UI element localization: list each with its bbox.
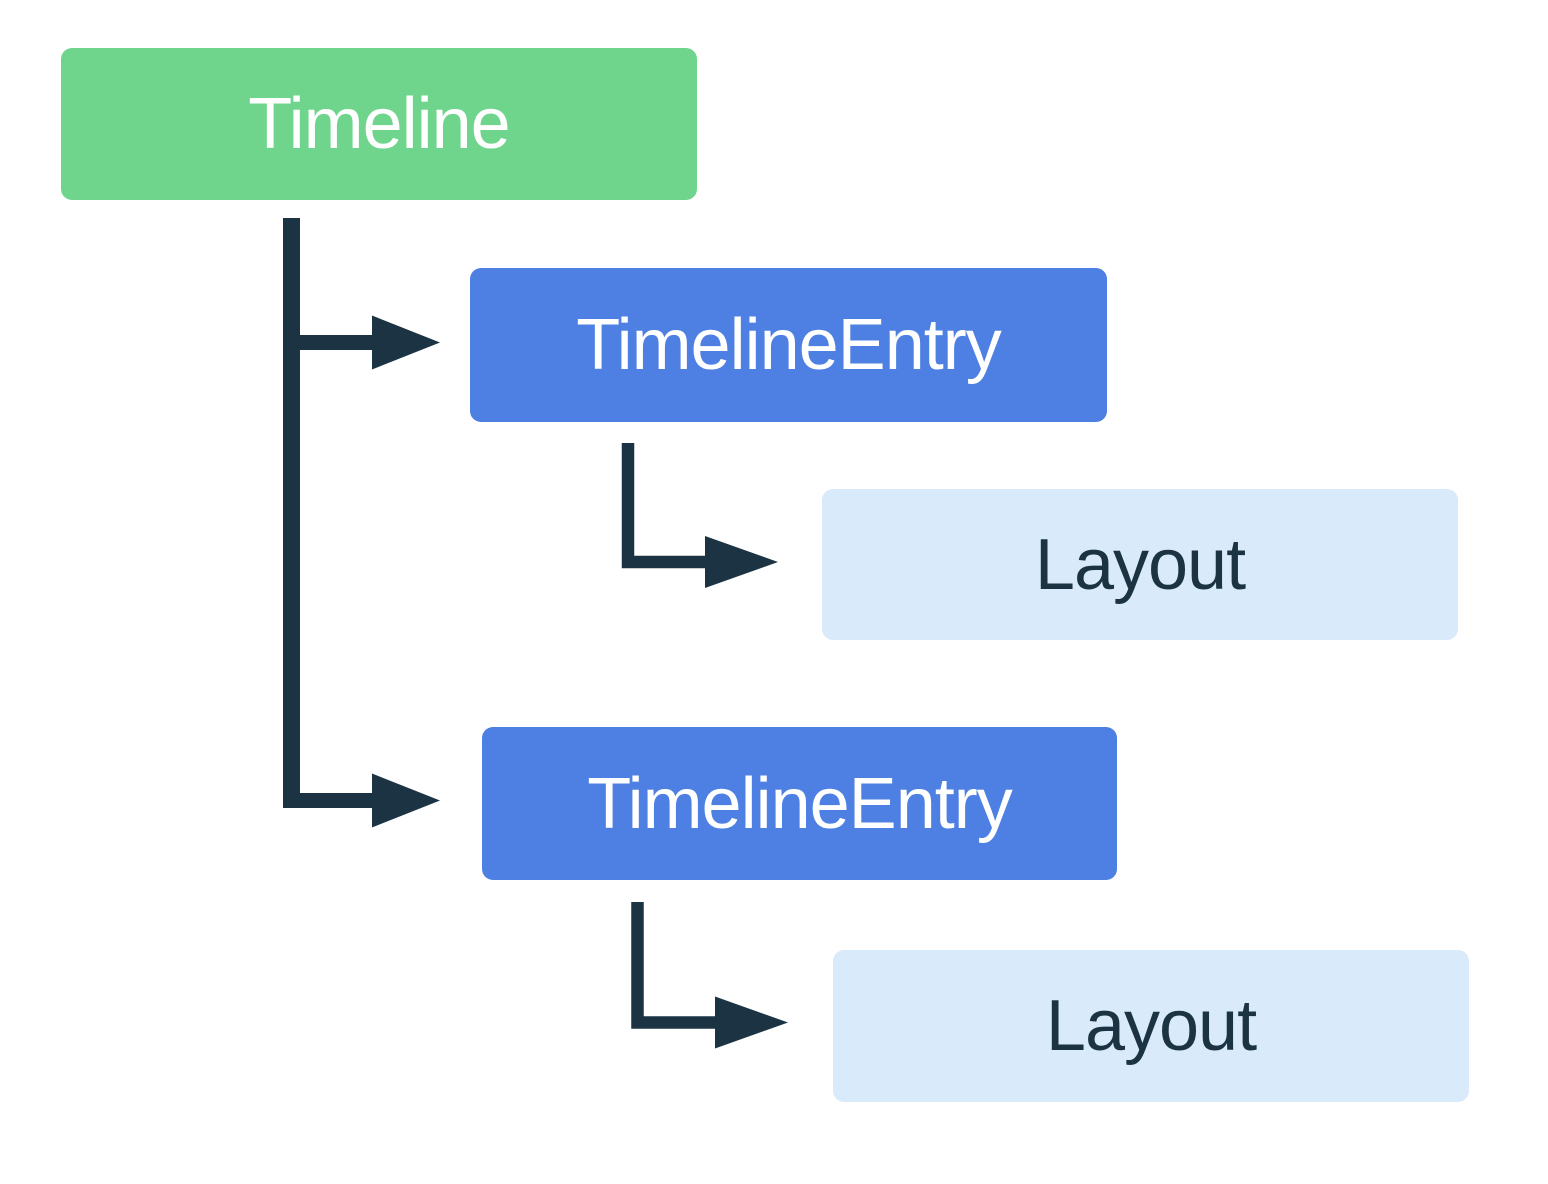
- node-timeline-label: Timeline: [248, 84, 510, 164]
- arrowhead-layout-1: [705, 536, 778, 588]
- arrowhead-entry-1: [372, 315, 440, 370]
- elbow-line-layout-1: [621, 443, 705, 569]
- node-timeline-entry-1: TimelineEntry: [470, 268, 1107, 422]
- node-timeline: Timeline: [61, 48, 697, 200]
- node-timeline-entry-2: TimelineEntry: [482, 727, 1117, 880]
- node-layout-1-label: Layout: [1034, 524, 1246, 605]
- node-timeline-entry-1-label: TimelineEntry: [576, 305, 1001, 385]
- node-layout-2: Layout: [833, 950, 1469, 1102]
- arrowhead-entry-2: [372, 773, 440, 828]
- node-layout-2-label: Layout: [1045, 986, 1257, 1066]
- node-timeline-entry-2-label: TimelineEntry: [587, 763, 1012, 844]
- elbow-line-layout-2: [631, 902, 715, 1029]
- arrowhead-layout-2: [715, 996, 788, 1049]
- node-layout-1: Layout: [822, 489, 1458, 640]
